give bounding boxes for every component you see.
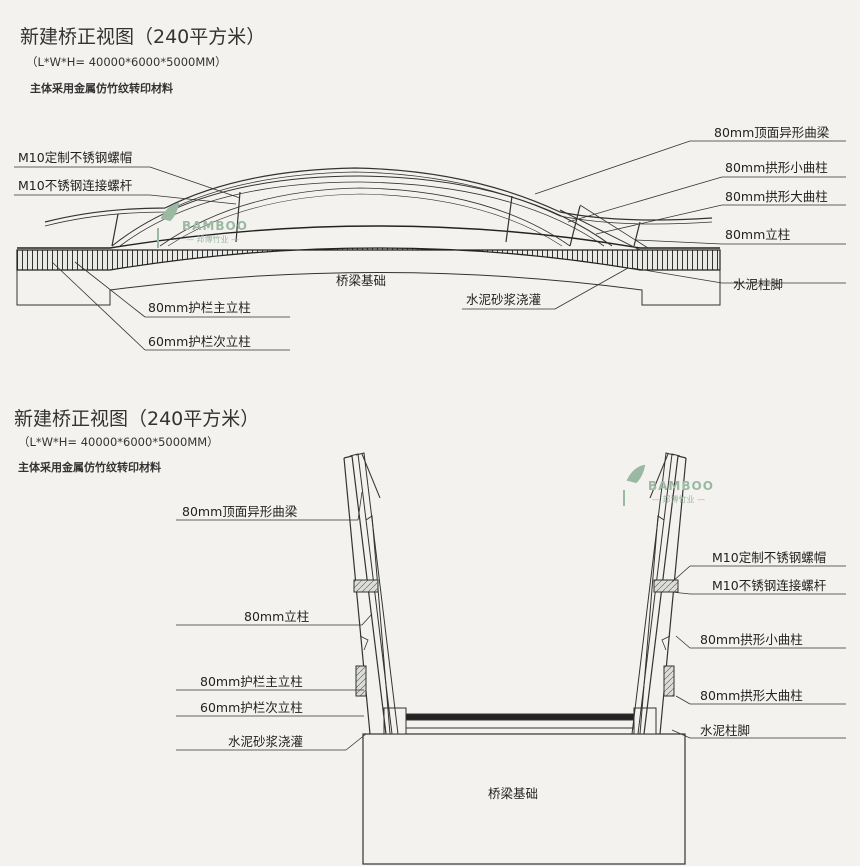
top-labels: M10定制不锈钢螺帽 M10不锈钢连接螺杆 80mm顶面异形曲梁 80mm拱形小… bbox=[18, 125, 830, 349]
bottom-labels: 80mm顶面异形曲梁 80mm立柱 80mm护栏主立柱 60mm护栏次立柱 水泥… bbox=[182, 504, 827, 801]
top-label-m10-bolt: M10不锈钢连接螺杆 bbox=[18, 178, 133, 193]
bottom-label-m10-bolt: M10不锈钢连接螺杆 bbox=[712, 578, 827, 593]
top-label-foundation: 桥梁基础 bbox=[336, 273, 386, 288]
bottom-label-small-arch: 80mm拱形小曲柱 bbox=[700, 632, 803, 647]
top-label-cement-foot: 水泥柱脚 bbox=[733, 277, 783, 292]
bottom-logo: BAMBOO — 邦博竹业 — bbox=[623, 464, 714, 506]
bottom-title: 新建桥正视图（240平方米） bbox=[14, 408, 260, 430]
top-logo: BAMBOO — 邦博竹业 — bbox=[157, 202, 248, 248]
bamboo-leaf-icon bbox=[623, 464, 646, 506]
top-label-top-beam: 80mm顶面异形曲梁 bbox=[714, 125, 830, 140]
bottom-label-main-rail: 80mm护栏主立柱 bbox=[200, 674, 303, 689]
bottom-bridge-foundation bbox=[362, 733, 686, 865]
bottom-dimensions: （L*W*H= 40000*6000*5000MM） bbox=[18, 435, 219, 449]
bottom-label-sub-rail: 60mm护栏次立柱 bbox=[200, 700, 303, 715]
top-logo-brand: BAMBOO bbox=[182, 219, 248, 233]
top-railing-band bbox=[16, 247, 721, 271]
bamboo-leaf-icon bbox=[157, 202, 180, 248]
top-elevation-drawing bbox=[16, 167, 721, 306]
bottom-label-cement-foot: 水泥柱脚 bbox=[700, 723, 750, 738]
top-label-small-arch: 80mm拱形小曲柱 bbox=[725, 160, 828, 175]
top-label-grout: 水泥砂浆浇灌 bbox=[466, 292, 541, 307]
top-material-note: 主体采用金属仿竹纹转印材料 bbox=[30, 82, 173, 95]
bottom-logo-brand: BAMBOO bbox=[648, 479, 714, 493]
bottom-logo-sub: — 邦博竹业 — bbox=[652, 494, 705, 504]
bottom-material-note: 主体采用金属仿竹纹转印材料 bbox=[18, 461, 161, 474]
top-label-post: 80mm立柱 bbox=[725, 227, 790, 242]
top-curved-beam bbox=[44, 167, 713, 223]
top-small-arch bbox=[159, 187, 571, 247]
top-title: 新建桥正视图（240平方米） bbox=[20, 26, 266, 48]
top-bridge-foundation bbox=[16, 249, 721, 306]
top-label-sub-rail: 60mm护栏次立柱 bbox=[148, 334, 251, 349]
top-dimensions: （L*W*H= 40000*6000*5000MM） bbox=[26, 55, 227, 69]
bottom-right-truss bbox=[631, 452, 687, 735]
bottom-label-top-beam: 80mm顶面异形曲梁 bbox=[182, 504, 298, 519]
bottom-label-big-arch: 80mm拱形大曲柱 bbox=[700, 688, 803, 703]
bottom-label-m10-cap: M10定制不锈钢螺帽 bbox=[712, 550, 826, 565]
top-label-main-rail: 80mm护栏主立柱 bbox=[148, 300, 251, 315]
bottom-label-grout: 水泥砂浆浇灌 bbox=[228, 734, 303, 749]
bottom-side-drawing bbox=[343, 452, 687, 865]
bottom-label-foundation: 桥梁基础 bbox=[488, 786, 538, 801]
bottom-leader-lines bbox=[176, 491, 846, 751]
top-label-m10-cap: M10定制不锈钢螺帽 bbox=[18, 150, 132, 165]
bottom-left-truss bbox=[343, 452, 399, 735]
bottom-label-post: 80mm立柱 bbox=[244, 609, 309, 624]
top-leader-lines bbox=[14, 140, 846, 351]
top-logo-sub: — 邦博竹业 — bbox=[186, 234, 239, 244]
top-label-big-arch: 80mm拱形大曲柱 bbox=[725, 189, 828, 204]
